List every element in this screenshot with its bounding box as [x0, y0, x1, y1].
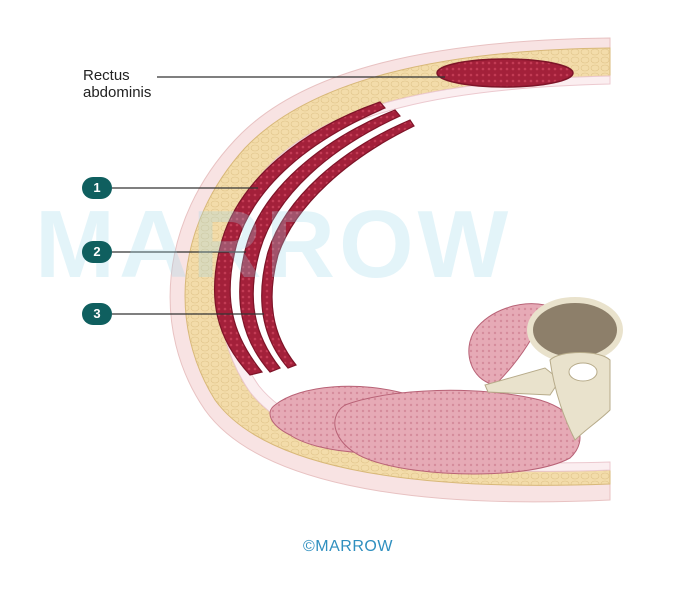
muscle-layer-3: [261, 119, 415, 369]
muscle-layer-1: [213, 101, 386, 376]
watermark-text: MARROW: [35, 191, 513, 298]
marker-2: 2: [82, 241, 112, 263]
muscle-layer-2: [239, 109, 401, 373]
marker-3: 3: [82, 303, 112, 325]
rectus-label-line-1: Rectus: [83, 67, 130, 84]
copyright-footer: ©MARROW: [303, 538, 393, 555]
rectus-abdominis-label: Rectus abdominis: [83, 67, 151, 101]
rectus-label-line-2: abdominis: [83, 84, 152, 101]
right-edge-fade: [560, 0, 696, 592]
rectus-abdominis-muscle: [436, 58, 574, 88]
marker-1: 1: [82, 177, 112, 199]
